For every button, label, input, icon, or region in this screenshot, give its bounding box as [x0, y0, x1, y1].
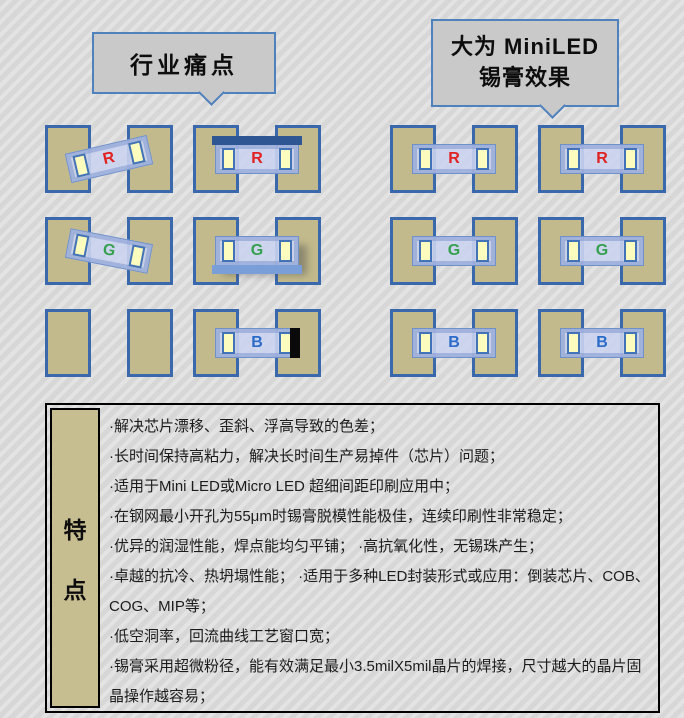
chip-electrode — [623, 240, 637, 262]
callout-industry-pain-title: 行业痛点 — [130, 52, 238, 78]
chip-electrode — [222, 148, 235, 170]
feature-bullet: ·锡膏采用超微粉径，能有效满足最小3.5milX5mil晶片的焊接，尺寸越大的晶… — [109, 658, 642, 705]
solder-overflow-bar — [212, 136, 302, 145]
chip-electrode — [222, 240, 235, 262]
pad-pair: G — [45, 217, 173, 285]
pain-examples-panel: R R — [45, 125, 321, 377]
chip-electrode — [567, 240, 580, 262]
led-chip-r-overflow: R — [212, 136, 302, 174]
chip-electrode — [278, 240, 292, 262]
led-chip-b-defect: B — [215, 328, 300, 358]
callout-dawei-effect: 大为 MiniLED 锡膏效果 — [431, 19, 619, 119]
chip-letter: R — [251, 150, 263, 167]
chip-letter: B — [596, 334, 608, 351]
led-chip-r-good: R — [412, 144, 496, 174]
pad-row-red: R R — [390, 125, 666, 193]
features-list: ·解决芯片漂移、歪斜、浮高导致的色差； ·长时间保持高粘力，解决长时间生产易掉件… — [100, 408, 655, 708]
feature-bullet: ·长时间保持高粘力，解决长时间生产易掉件（芯片）问题； — [109, 448, 504, 465]
pad-pair: G — [390, 217, 518, 285]
features-label: 特 点 — [50, 408, 100, 708]
pad-row-green: G G — [45, 217, 321, 285]
callout-industry-pain: 行业痛点 — [92, 32, 276, 106]
led-chip-g-good: G — [560, 236, 644, 266]
pad-pair: G — [538, 217, 666, 285]
chip-letter: G — [595, 242, 609, 259]
callout-tail-icon — [198, 79, 225, 106]
chip-electrode — [567, 148, 580, 170]
chip-electrode — [419, 148, 432, 170]
features-label-char-1: 特 — [63, 518, 87, 543]
led-chip-g-good: G — [412, 236, 496, 266]
feature-bullet: ·优异的润湿性能，焊点能均匀平铺； ·高抗氧化性，无锡珠产生； — [109, 538, 544, 555]
pad-row-blue: B — [45, 309, 321, 377]
callout-dawei-effect-line1: 大为 MiniLED — [450, 34, 600, 60]
pad-pair: B — [193, 309, 321, 377]
effect-examples-panel: R R — [390, 125, 666, 377]
chip-electrode — [475, 240, 489, 262]
chip-electrode — [419, 240, 432, 262]
chip-electrode — [127, 140, 146, 165]
pad-pair: G — [193, 217, 321, 285]
chip-electrode — [419, 332, 432, 354]
solder-pad — [127, 309, 173, 377]
chip-letter: B — [251, 334, 263, 351]
chip-letter: R — [101, 148, 117, 169]
chip-electrode — [72, 233, 90, 258]
feature-bullet: ·低空洞率，回流曲线工艺窗口宽； — [109, 628, 339, 645]
feature-bullet: ·在钢网最小开孔为55μm时锡膏脱模性能极佳，连续印刷性非常稳定； — [109, 508, 572, 525]
pad-pair-empty — [45, 309, 173, 377]
float-gap-bar — [212, 265, 302, 274]
pad-pair: R — [390, 125, 518, 193]
led-chip-r-good: R — [560, 144, 644, 174]
chip-electrode — [624, 148, 637, 170]
black-mark — [290, 328, 300, 358]
callout-tail-icon — [539, 92, 567, 119]
chip-letter: R — [448, 150, 460, 167]
led-chip-g-floating: G — [212, 236, 302, 274]
features-label-char-2: 点 — [63, 578, 87, 603]
chip-letter: G — [447, 242, 461, 259]
chip-letter: R — [596, 150, 608, 167]
led-chip-b-good: B — [412, 328, 496, 358]
pad-row-green: G G — [390, 217, 666, 285]
led-chip-b-good: B — [560, 328, 644, 358]
pad-pair: R — [538, 125, 666, 193]
chip-letter: G — [101, 240, 117, 261]
pad-pair: B — [390, 309, 518, 377]
pad-row-blue: B B — [390, 309, 666, 377]
chip-electrode — [128, 244, 146, 269]
feature-bullet: ·解决芯片漂移、歪斜、浮高导致的色差； — [109, 418, 384, 435]
pad-row-red: R R — [45, 125, 321, 193]
chip-electrode — [476, 148, 489, 170]
chip-electrode — [476, 332, 489, 354]
chip-electrode — [222, 332, 235, 354]
chip-diagram: R R — [45, 125, 666, 377]
chip-letter: G — [250, 242, 264, 259]
feature-bullet: ·适用于Mini LED或Micro LED 超细间距印刷应用中； — [109, 478, 460, 495]
chip-electrode — [624, 332, 637, 354]
pad-pair: R — [45, 125, 173, 193]
feature-bullet: ·卓越的抗冷、热坍塌性能； ·适用于多种LED封装形式或应用：倒装芯片、COB、… — [109, 568, 650, 615]
chip-electrode — [72, 153, 91, 178]
pad-pair: R — [193, 125, 321, 193]
callout-dawei-effect-line2: 锡膏效果 — [478, 65, 571, 90]
chip-letter: B — [448, 334, 460, 351]
chip-electrode — [567, 332, 580, 354]
pad-pair: B — [538, 309, 666, 377]
features-box: 特 点 ·解决芯片漂移、歪斜、浮高导致的色差； ·长时间保持高粘力，解决长时间生… — [45, 403, 660, 713]
chip-electrode — [279, 148, 292, 170]
solder-pad — [45, 309, 91, 377]
